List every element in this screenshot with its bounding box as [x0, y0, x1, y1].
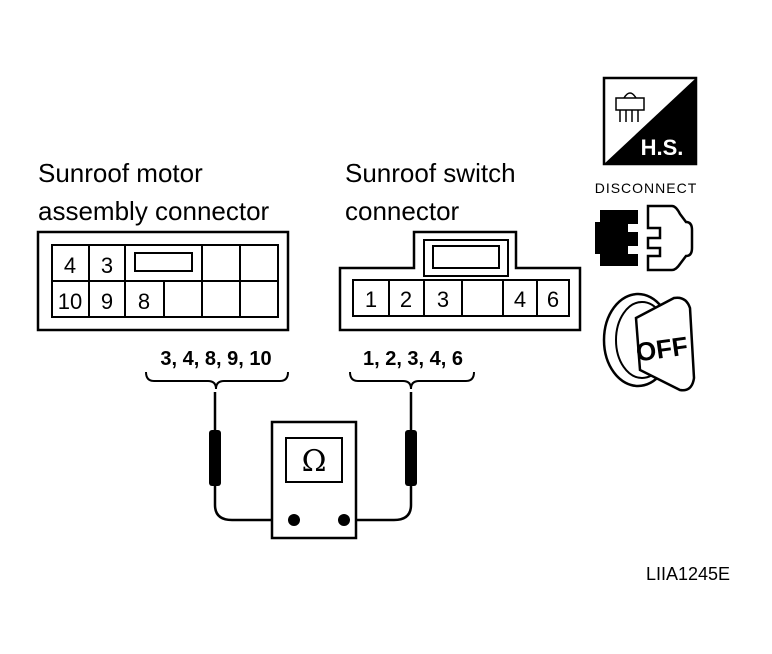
switch-connector-label-line1: Sunroof switch [345, 158, 516, 188]
ohmmeter [270, 420, 358, 540]
ignition-off-icon [602, 292, 696, 392]
motor-pin-3: 3 [101, 253, 113, 278]
switch-pin-4: 4 [514, 287, 526, 312]
switch-test-pins: 1, 2, 3, 4, 6 [363, 348, 463, 370]
hs-label: H.S. [641, 135, 684, 160]
switch-pin-6: 6 [547, 287, 559, 312]
switch-connector-label-line2: connector [345, 196, 460, 226]
motor-connector-label-line1: Sunroof motor [38, 158, 203, 188]
motor-test-pins: 3, 4, 8, 9, 10 [160, 348, 271, 370]
harness-connector-icon [615, 92, 645, 122]
hs-icon [602, 76, 698, 166]
meter-terminal-right [338, 514, 350, 526]
meter-terminal-left [288, 514, 300, 526]
switch-pin-2: 2 [400, 287, 412, 312]
right-probe [345, 392, 417, 522]
motor-pin-10: 10 [58, 289, 82, 314]
switch-connector [338, 230, 582, 332]
switch-pin-1: 1 [365, 287, 377, 312]
figure-code: LIIA1245E [646, 564, 730, 584]
motor-connector-label-line2: assembly connector [38, 196, 270, 226]
switch-pin-3: 3 [437, 287, 449, 312]
disconnect-label: DISCONNECT [595, 180, 698, 196]
left-probe [209, 392, 293, 522]
disconnect-icon [595, 204, 694, 272]
motor-pin-9: 9 [101, 289, 113, 314]
ohm-symbol: Ω [302, 444, 327, 479]
switch-pins-brace [349, 371, 475, 390]
motor-pin-8: 8 [138, 289, 150, 314]
motor-pins-brace [145, 371, 289, 390]
off-label: OFF [634, 331, 690, 368]
motor-pin-4: 4 [64, 253, 76, 278]
motor-connector [36, 230, 290, 332]
